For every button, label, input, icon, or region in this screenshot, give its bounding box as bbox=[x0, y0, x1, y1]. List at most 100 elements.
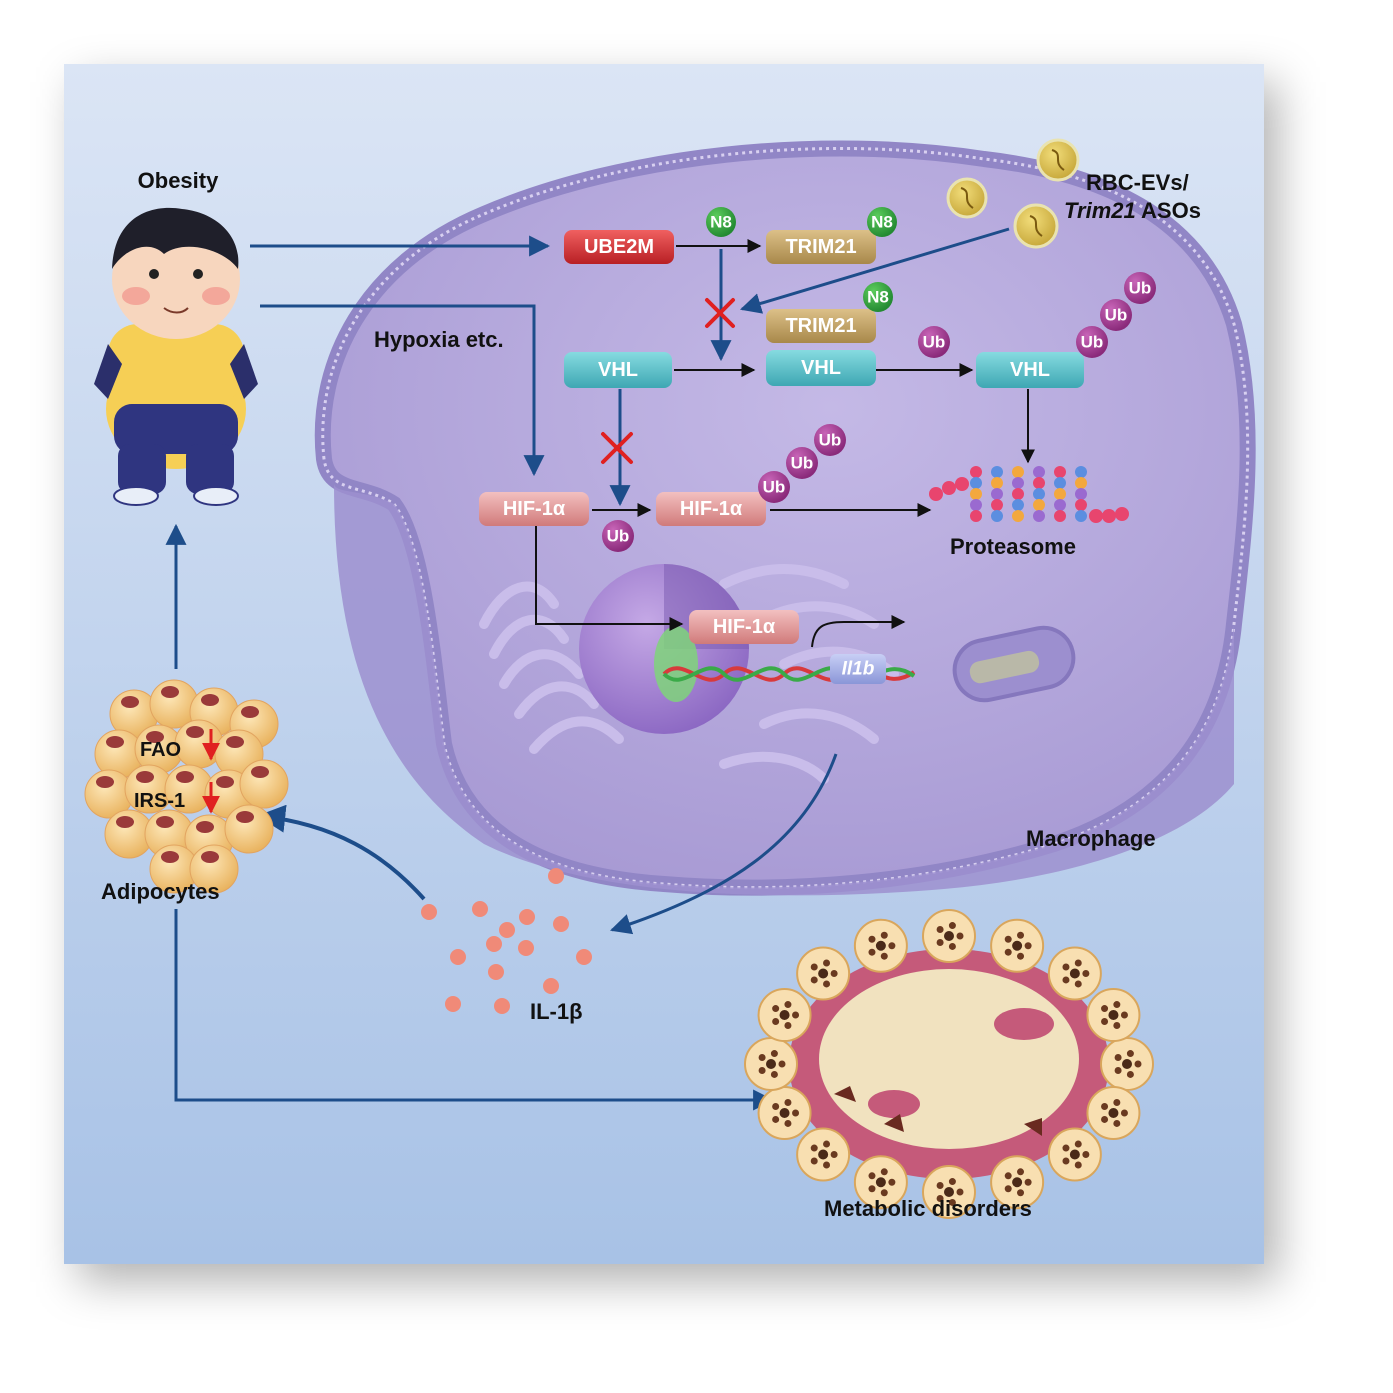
hif-to-nucleus-arrow bbox=[535, 526, 684, 631]
adipocyte-nucleus bbox=[156, 816, 174, 828]
proteasome-subunit bbox=[1054, 477, 1066, 489]
tissue-adipocyte-dot bbox=[880, 1168, 888, 1176]
tissue-adipocyte-dot bbox=[784, 1099, 792, 1107]
endoplasmic-reticulum bbox=[479, 564, 899, 784]
tissue-adipocyte-dot bbox=[1120, 1011, 1128, 1019]
tissue-adipocyte-dot bbox=[880, 931, 888, 939]
tissue-adipocyte-dot bbox=[1017, 931, 1025, 939]
tissue-adipocyte-dot bbox=[772, 1115, 780, 1123]
asos-label: ASOs bbox=[1136, 198, 1201, 223]
transcription-arrow bbox=[811, 615, 906, 648]
tissue-adipocyte-dot bbox=[778, 1060, 786, 1068]
trim21-gene-name: Trim21 bbox=[1064, 198, 1136, 223]
tissue-adipocyte-core bbox=[818, 1149, 829, 1160]
tissue-adipocyte-dot bbox=[1074, 1161, 1082, 1169]
adipocyte-nucleus bbox=[136, 771, 154, 783]
n8-tag: N8 bbox=[867, 207, 897, 237]
tissue-adipocyte-dot bbox=[1062, 1157, 1070, 1165]
ub-tag: Ub bbox=[786, 447, 818, 479]
il1b-to-adipocytes-arrow bbox=[257, 804, 426, 901]
adipocyte-nucleus bbox=[96, 776, 114, 788]
proteasome-subunit bbox=[1075, 488, 1087, 500]
svg-text:VHL: VHL bbox=[1010, 359, 1050, 381]
tissue-adipocyte-core bbox=[944, 1187, 954, 1197]
arrows bbox=[165, 227, 1035, 1111]
tissue-adipocyte-dot bbox=[1126, 1070, 1134, 1078]
adipocyte-nucleus bbox=[226, 736, 244, 748]
figure-panel: UBE2M TRIM21 TRIM21 VHL VHL VHL HIF-1α H… bbox=[64, 64, 1264, 1264]
tissue-adipocyte-core bbox=[1069, 1149, 1080, 1160]
il1b-dot bbox=[499, 922, 515, 938]
inhibition-cross-neddylation bbox=[705, 298, 735, 328]
tissue-adipocyte-dot bbox=[948, 942, 956, 950]
il1b-dot bbox=[445, 996, 461, 1012]
tissue-adipocyte-dot bbox=[1017, 1189, 1025, 1197]
proteasome-subunit bbox=[1054, 510, 1066, 522]
svg-text:Ub: Ub bbox=[791, 454, 814, 473]
il1b-label: IL-1β bbox=[530, 999, 583, 1024]
tissue-adipocyte-dot bbox=[1126, 1050, 1134, 1058]
il1b-dot bbox=[543, 978, 559, 994]
tissue-adipocyte-dot bbox=[823, 1140, 831, 1148]
tissue-adipocyte-core bbox=[1108, 1010, 1119, 1021]
tissue-adipocyte-dot bbox=[1074, 959, 1082, 967]
proteasome-complex bbox=[929, 477, 1129, 523]
tissue-adipocyte-core bbox=[779, 1010, 790, 1021]
proteasome-subunit bbox=[991, 499, 1003, 511]
tissue-adipocyte-core bbox=[1122, 1059, 1132, 1069]
proteasome-subunit bbox=[1012, 510, 1024, 522]
tissue-adipocyte-dot bbox=[880, 952, 888, 960]
tissue-adipocyte-core bbox=[875, 1177, 886, 1188]
tissue-adipocyte-dot bbox=[1004, 948, 1012, 956]
inflamed-adipose-tissue bbox=[789, 949, 1109, 1179]
tissue-adipocyte-dot bbox=[810, 963, 818, 971]
svg-text:TRIM21: TRIM21 bbox=[785, 236, 856, 258]
rbc-evs-label-line1: RBC-EVs/ bbox=[1086, 170, 1189, 195]
adipocyte-nucleus bbox=[161, 686, 179, 698]
tissue-adipocyte-dot bbox=[1113, 1001, 1121, 1009]
proteasome-grid bbox=[970, 466, 1087, 522]
proteasome-subunit bbox=[1075, 477, 1087, 489]
trim21-box-top: TRIM21 bbox=[766, 230, 876, 264]
tissue-adipocyte-dot bbox=[1004, 1172, 1012, 1180]
adipocyte-nucleus bbox=[251, 766, 269, 778]
tissue-adipocyte-dot bbox=[1114, 1054, 1122, 1062]
tissue-adipocyte-dot bbox=[1024, 1178, 1032, 1186]
proteasome-subunit bbox=[1033, 499, 1045, 511]
tissue-adipocyte-dot bbox=[758, 1054, 766, 1062]
svg-text:Il1b: Il1b bbox=[842, 659, 875, 680]
proteasome-subunit bbox=[1075, 510, 1087, 522]
metabolic-disorders-label: Metabolic disorders bbox=[824, 1196, 1032, 1221]
tissue-adipocyte-dot bbox=[888, 942, 896, 950]
hypoxia-arrow bbox=[260, 304, 545, 477]
n8-tag: N8 bbox=[706, 207, 736, 237]
obese-child-illustration bbox=[94, 207, 258, 506]
n8-tag: N8 bbox=[863, 282, 893, 312]
fao-label: FAO bbox=[140, 739, 181, 761]
tissue-adipocyte-dot bbox=[772, 1005, 780, 1013]
vhl-box-complex: VHL bbox=[766, 350, 876, 386]
il1b-dot bbox=[450, 949, 466, 965]
rbc-evs-label-line2: Trim21 ASOs bbox=[1064, 198, 1201, 223]
tissue-adipocyte-dot bbox=[1134, 1060, 1142, 1068]
proteasome-subunit bbox=[970, 477, 982, 489]
tissue-adipocyte-dot bbox=[1113, 1099, 1121, 1107]
tissue-adipocyte-dot bbox=[770, 1050, 778, 1058]
tissue-adipocyte-dot bbox=[936, 1182, 944, 1190]
tissue-adipocyte-dot bbox=[1074, 980, 1082, 988]
tissue-adipocyte-dot bbox=[1062, 976, 1070, 984]
tissue-adipocyte-core bbox=[944, 931, 954, 941]
proteasome-subunit bbox=[1054, 466, 1066, 478]
ub-tag: Ub bbox=[602, 520, 634, 552]
tissue-adipocyte-dot bbox=[1082, 969, 1090, 977]
svg-text:Ub: Ub bbox=[607, 527, 630, 546]
svg-text:TRIM21: TRIM21 bbox=[785, 315, 856, 337]
tissue-adipocyte-dot bbox=[784, 1119, 792, 1127]
adipocyte-cluster bbox=[84, 679, 289, 894]
adipocyte-nucleus bbox=[146, 731, 164, 743]
tissue-adipocyte-dot bbox=[770, 1070, 778, 1078]
tissue-adipocyte-dot bbox=[823, 1161, 831, 1169]
adipocyte-nucleus bbox=[241, 706, 259, 718]
tissue-adipocyte-dot bbox=[888, 1178, 896, 1186]
il1b-dot bbox=[494, 998, 510, 1014]
